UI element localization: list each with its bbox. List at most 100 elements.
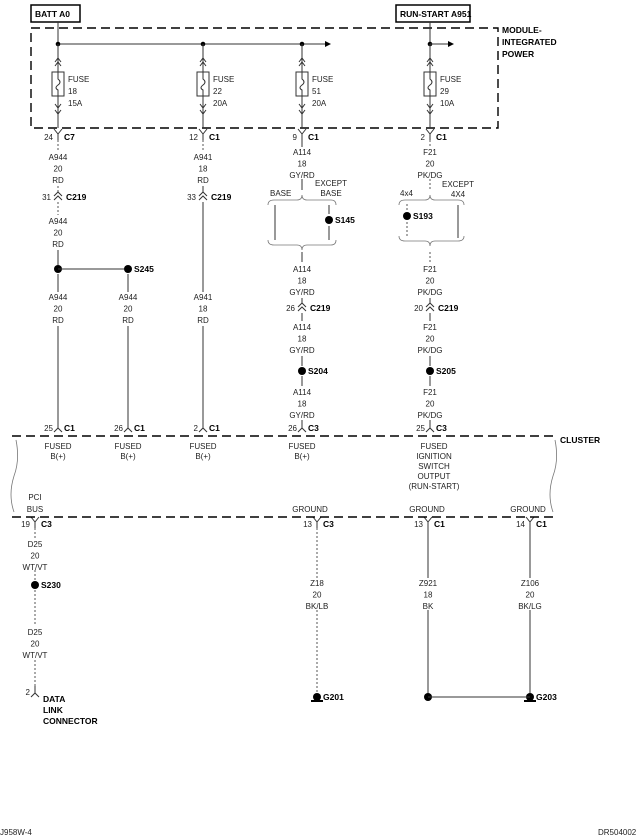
wire-a114-label: GY/RD xyxy=(289,288,315,297)
connector-name: C1 xyxy=(434,519,445,529)
wire-a114-label: A114 xyxy=(293,388,312,397)
wire-a114-label: GY/RD xyxy=(289,411,315,420)
ground-label: GROUND xyxy=(510,505,546,514)
option-brace-top xyxy=(398,194,465,206)
splice-s193 xyxy=(403,212,411,220)
fuse-label: FUSE xyxy=(213,75,234,84)
fused-b-plus-label: B(+) xyxy=(50,452,66,461)
connector-name: C1 xyxy=(436,132,447,142)
wire-d25-label: WT/VT xyxy=(23,563,48,572)
connector-pin: 26 xyxy=(114,424,123,433)
option-brace-top xyxy=(267,194,337,206)
fuse-rating: 15A xyxy=(68,99,83,108)
connector-pin: 26 xyxy=(288,424,297,433)
wire-d25-label: 20 xyxy=(31,640,40,649)
connector-c1-bottom xyxy=(423,516,433,528)
connector-pin: 25 xyxy=(416,424,425,433)
wire-a944-label: 20 xyxy=(54,229,63,238)
fuse-number: 51 xyxy=(312,87,321,96)
batt-bus xyxy=(55,22,454,47)
splice-label: S230 xyxy=(41,580,61,590)
fused-b-plus-label: B(+) xyxy=(294,452,310,461)
ignition-output-label: (RUN-START) xyxy=(409,482,460,491)
wire-z106-label: BK/LG xyxy=(518,602,542,611)
wire-a114-label: A114 xyxy=(293,323,312,332)
connector-pin: 2 xyxy=(421,133,426,142)
wire-z18-label: Z18 xyxy=(310,579,324,588)
splice-s245 xyxy=(124,265,132,273)
splice-label: S245 xyxy=(134,264,154,274)
splice-label: S145 xyxy=(335,215,355,225)
fuse-number: 29 xyxy=(440,87,449,96)
ground-symbol xyxy=(311,700,323,702)
fused-b-plus-label: FUSED xyxy=(288,442,315,451)
wire-a944-label: RD xyxy=(52,176,64,185)
c219-pin: 31 xyxy=(42,193,51,202)
wire-a944-label: 20 xyxy=(124,305,133,314)
connector-name: C1 xyxy=(134,423,145,433)
wire-f21-label: F21 xyxy=(423,323,437,332)
wire-a114-label: A114 xyxy=(293,265,312,274)
wire-f21-label: PK/DG xyxy=(418,346,443,355)
option-4x4: 4x4 xyxy=(400,189,413,198)
wire-a941-label: A941 xyxy=(194,293,213,302)
dlc-connector xyxy=(30,686,40,698)
run-start-a951-label: RUN-START A951 xyxy=(400,9,472,19)
dlc-pin: 2 xyxy=(26,688,31,697)
connector-pin: 9 xyxy=(293,133,298,142)
c219-label: C219 xyxy=(310,303,331,313)
wire-a944-label: 20 xyxy=(54,305,63,314)
splice-label: S205 xyxy=(436,366,456,376)
ground-label: GROUND xyxy=(409,505,445,514)
wire-a944-label: A944 xyxy=(49,153,68,162)
wire-f21-label: PK/DG xyxy=(418,171,443,180)
connector-name: C3 xyxy=(308,423,319,433)
ignition-output-label: OUTPUT xyxy=(418,472,451,481)
dlc-label: CONNECTOR xyxy=(43,716,98,726)
connector-pin: 12 xyxy=(189,133,198,142)
wire-a941-label: RD xyxy=(197,316,209,325)
c219-label: C219 xyxy=(66,192,87,202)
fused-b-plus-label: FUSED xyxy=(114,442,141,451)
connector-pin: 25 xyxy=(44,424,53,433)
wire-a114-label: 18 xyxy=(298,277,307,286)
connector-pin: 13 xyxy=(303,520,312,529)
wire-z106-label: 20 xyxy=(526,591,535,600)
wire-d25-label: 20 xyxy=(31,552,40,561)
option-brace-bottom xyxy=(267,239,337,251)
wire-f21-label: PK/DG xyxy=(418,411,443,420)
connector-name: C3 xyxy=(323,519,334,529)
connector-c219 xyxy=(297,302,307,312)
fuse-rating: 20A xyxy=(213,99,228,108)
c219-pin: 26 xyxy=(286,304,295,313)
ignition-output-label: IGNITION xyxy=(416,452,452,461)
cluster-box xyxy=(10,435,557,518)
fuse-label: FUSE xyxy=(312,75,333,84)
wire-f21-label: 20 xyxy=(426,277,435,286)
wire-z921-label: 18 xyxy=(424,591,433,600)
splice-s230 xyxy=(31,581,39,589)
connector-name: C1 xyxy=(209,132,220,142)
c219-pin: 33 xyxy=(187,193,196,202)
c219-label: C219 xyxy=(211,192,232,202)
wire-d25-label: WT/VT xyxy=(23,651,48,660)
splice-s205 xyxy=(426,367,434,375)
fuse-label: FUSE xyxy=(68,75,89,84)
splice-s204 xyxy=(298,367,306,375)
wire-f21-label: 20 xyxy=(426,160,435,169)
module-label: POWER xyxy=(502,49,534,59)
connector-pin: 2 xyxy=(194,424,199,433)
fused-b-plus-label: B(+) xyxy=(195,452,211,461)
connector-c7-top xyxy=(53,128,63,140)
wire-a944-label: A944 xyxy=(49,217,68,226)
wire-a944-label: RD xyxy=(122,316,134,325)
module-label: MODULE- xyxy=(502,25,542,35)
footer-left: J958W-4 xyxy=(0,828,32,837)
option-except-4x4: EXCEPT xyxy=(442,180,474,189)
connector-c1-cluster xyxy=(198,421,208,433)
wire-a941-label: A941 xyxy=(194,153,213,162)
connector-c1-top xyxy=(425,128,435,140)
splice-s145 xyxy=(325,216,333,224)
connector-name: C3 xyxy=(436,423,447,433)
